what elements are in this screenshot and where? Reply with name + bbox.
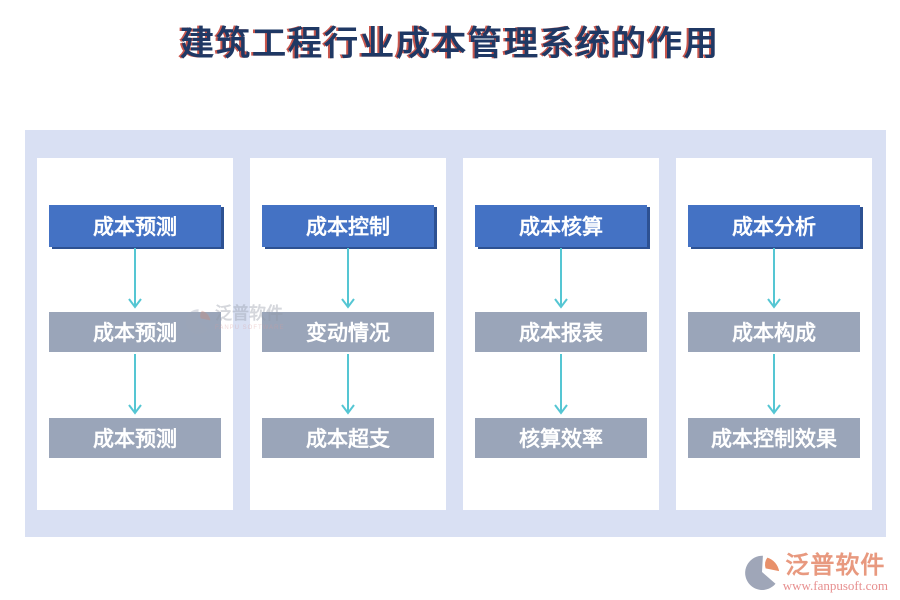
diagram-panel: 成本预测 成本预测 成本预测 成本控制 变动情况 成本超支 成本核算 [25,130,886,537]
down-arrow-icon [341,354,355,415]
down-arrow-icon [128,354,142,415]
down-arrow-icon [554,248,568,309]
flow-item-box: 成本控制效果 [688,418,860,458]
flow-header-box: 成本分析 [688,205,860,247]
down-arrow-icon [341,248,355,309]
down-arrow-icon [128,248,142,309]
flow-header-box: 成本预测 [49,205,221,247]
footer-brand-url: www.fanpusoft.com [782,578,888,593]
flow-item-box: 变动情况 [262,312,434,352]
fanpu-logo-icon [744,555,779,590]
down-arrow-icon [767,354,781,415]
flow-column-cost-forecast: 成本预测 成本预测 成本预测 [37,158,233,510]
flow-item-box: 成本超支 [262,418,434,458]
flow-item-box: 成本构成 [688,312,860,352]
flow-item-box: 核算效率 [475,418,647,458]
down-arrow-icon [554,354,568,415]
flow-column-cost-analysis: 成本分析 成本构成 成本控制效果 [676,158,872,510]
flow-column-cost-accounting: 成本核算 成本报表 核算效率 [463,158,659,510]
flow-item-box: 成本预测 [49,312,221,352]
flow-item-box: 成本预测 [49,418,221,458]
flow-header-box: 成本控制 [262,205,434,247]
footer-brand-text: 泛普软件 [785,550,886,579]
page-title: 建筑工程行业成本管理系统的作用 [180,24,720,64]
flow-header-box: 成本核算 [475,205,647,247]
down-arrow-icon [767,248,781,309]
flow-item-box: 成本报表 [475,312,647,352]
footer-brand: 泛普软件 www.fanpusoft.com [744,553,888,592]
flow-column-cost-control: 成本控制 变动情况 成本超支 [250,158,446,510]
